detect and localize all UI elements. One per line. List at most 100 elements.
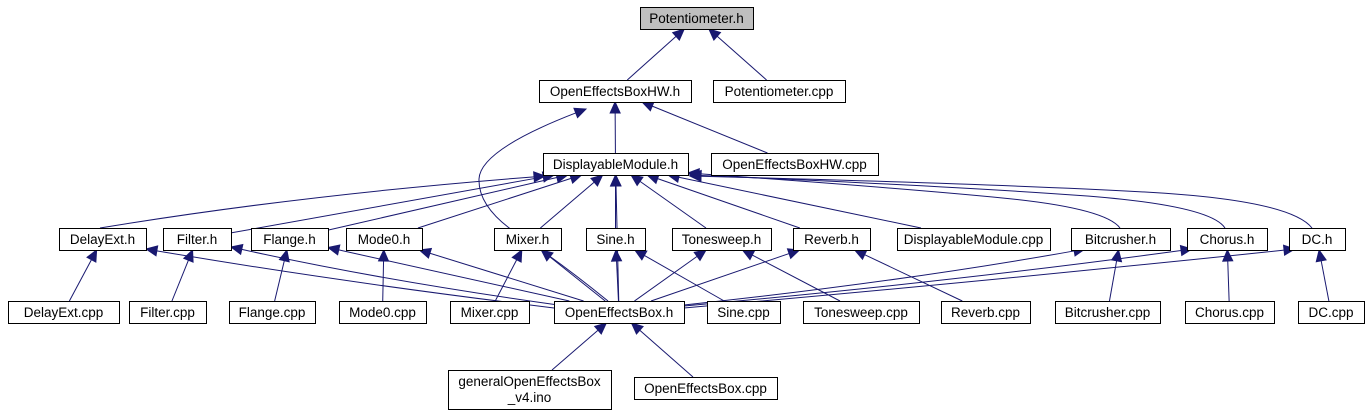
- edge-displayablemodule_cpp-to-displayablemodule_h: [678, 176, 922, 229]
- node-box: [1071, 228, 1171, 251]
- node-displayablemodule-h[interactable]: DisplayableModule.h: [543, 153, 689, 176]
- edge-dc_cpp-to-dc_h: [1320, 260, 1330, 302]
- node-oebhw-h[interactable]: OpenEffectsBoxHW.h: [539, 80, 692, 103]
- node-box: [640, 7, 754, 30]
- arrowhead-icon: [1179, 244, 1194, 257]
- node-label: Sine.cpp: [717, 305, 770, 320]
- node-label: DC.h: [1302, 232, 1333, 247]
- node-reverb-cpp[interactable]: Reverb.cpp: [941, 301, 1031, 324]
- node-label: DisplayableModule.cpp: [904, 232, 1044, 247]
- edge-flange_cpp-to-flange_h: [274, 260, 285, 302]
- node-box: [251, 228, 329, 251]
- edge-mixer_h-to-displayablemodule_h: [540, 181, 595, 229]
- node-oeb-h[interactable]: OpenEffectsBox.h: [554, 301, 685, 324]
- arrowhead-icon: [671, 28, 686, 41]
- node-sine-h[interactable]: Sine.h: [586, 228, 646, 251]
- node-label: Flange.h: [263, 232, 316, 247]
- node-delayext-cpp[interactable]: DelayExt.cpp: [8, 301, 120, 324]
- node-chorus-h[interactable]: Chorus.h: [1187, 228, 1268, 251]
- edge-sine_cpp-to-sine_h: [644, 255, 725, 302]
- node-filter-cpp[interactable]: Filter.cpp: [129, 301, 207, 324]
- arrowhead-icon: [688, 170, 702, 183]
- node-label: Potentiometer.cpp: [725, 84, 834, 99]
- edge-delayext_cpp-to-delayext_h: [68, 259, 92, 302]
- node-label: Filter.h: [177, 232, 218, 247]
- node-mode0-h[interactable]: Mode0.h: [346, 228, 423, 251]
- node-label: Mode0.cpp: [349, 305, 416, 320]
- node-displayablemodule-cpp[interactable]: DisplayableModule.cpp: [897, 228, 1051, 251]
- node-label: Bitcrusher.h: [1085, 232, 1156, 247]
- node-flange-h[interactable]: Flange.h: [251, 228, 329, 251]
- node-chorus-cpp[interactable]: Chorus.cpp: [1185, 301, 1275, 324]
- node-box: [448, 370, 612, 410]
- node-tonesweep-cpp[interactable]: Tonesweep.cpp: [803, 301, 920, 324]
- node-flange-cpp[interactable]: Flange.cpp: [229, 301, 316, 324]
- node-oeb-cpp[interactable]: OpenEffectsBox.cpp: [634, 377, 778, 400]
- arrowhead-icon: [182, 248, 194, 263]
- node-label: Flange.cpp: [239, 305, 306, 320]
- node-box: [539, 80, 692, 103]
- edge-oebhw_cpp-to-oebhw_h: [652, 105, 768, 154]
- edge-oebhw_h-to-potentiometer_h: [626, 35, 677, 81]
- arrowhead-icon: [326, 244, 341, 256]
- edge-oeb_h-to-flange_h: [338, 249, 570, 302]
- node-box: [1185, 301, 1275, 324]
- node-box: [163, 228, 232, 251]
- edge-oeb_h-to-mixer_h: [549, 256, 606, 302]
- edge-dc_h-to-displayablemodule_h: [700, 175, 1313, 229]
- node-dc-h[interactable]: DC.h: [1289, 228, 1346, 251]
- node-box: [339, 301, 427, 324]
- node-label: Sine.h: [596, 232, 634, 247]
- arrowhead-icon: [633, 249, 648, 261]
- node-reverb-h[interactable]: Reverb.h: [793, 228, 871, 251]
- node-tonesweep-h[interactable]: Tonesweep.h: [672, 228, 772, 251]
- node-box: [941, 301, 1031, 324]
- node-general-ino[interactable]: generalOpenEffectsBox_v4.ino: [448, 370, 612, 410]
- edge-oeb_h-to-sine_h: [616, 260, 619, 302]
- node-label: Filter.cpp: [140, 305, 195, 320]
- node-label: DelayExt.cpp: [24, 305, 104, 320]
- node-box: [494, 228, 562, 251]
- node-bitcrusher-h[interactable]: Bitcrusher.h: [1071, 228, 1171, 251]
- node-box: [346, 228, 423, 251]
- node-label: Mixer.h: [506, 232, 550, 247]
- arrowhead-icon: [610, 248, 623, 262]
- graph-edges: [68, 28, 1330, 378]
- arrowhead-icon: [693, 249, 708, 262]
- node-label: Mode0.h: [358, 232, 411, 247]
- node-mode0-cpp[interactable]: Mode0.cpp: [339, 301, 427, 324]
- node-box: [672, 228, 772, 251]
- node-box: [229, 301, 316, 324]
- node-box: [586, 228, 646, 251]
- arrowhead-icon: [741, 249, 756, 261]
- edge-chorus_h-to-displayablemodule_h: [700, 174, 1226, 229]
- node-label: OpenEffectsBox.h: [565, 305, 674, 320]
- arrowhead-icon: [630, 322, 644, 335]
- edge-general_ino-to-oeb_h: [551, 329, 599, 371]
- edge-chorus_cpp-to-chorus_h: [1227, 260, 1230, 302]
- edge-oeb_h-to-tonesweep_h: [634, 255, 698, 302]
- arrowhead-icon: [86, 248, 98, 263]
- node-box: [554, 301, 685, 324]
- node-dc-cpp[interactable]: DC.cpp: [1298, 301, 1365, 324]
- node-bitcrusher-cpp[interactable]: Bitcrusher.cpp: [1055, 301, 1161, 324]
- arrowhead-icon: [573, 107, 588, 119]
- node-sine-cpp[interactable]: Sine.cpp: [707, 301, 781, 324]
- node-potentiometer-cpp[interactable]: Potentiometer.cpp: [713, 80, 846, 103]
- arrowhead-icon: [1315, 248, 1327, 263]
- node-filter-h[interactable]: Filter.h: [163, 228, 232, 251]
- node-delayext-h[interactable]: DelayExt.h: [59, 228, 147, 251]
- edge-reverb_cpp-to-reverb_h: [864, 254, 963, 302]
- node-box: [1289, 228, 1346, 251]
- node-mixer-h[interactable]: Mixer.h: [494, 228, 562, 251]
- node-mixer-cpp[interactable]: Mixer.cpp: [450, 301, 530, 324]
- node-box: [1187, 228, 1268, 251]
- node-label: DisplayableModule.h: [553, 157, 678, 172]
- edge-mode0_cpp-to-mode0_h: [382, 260, 385, 302]
- node-potentiometer-h: Potentiometer.h: [640, 7, 754, 30]
- edge-oeb_h-to-oebhw_h: [478, 112, 609, 302]
- edge-mode0_h-to-displayablemodule_h: [417, 177, 572, 229]
- node-oebhw-cpp[interactable]: OpenEffectsBoxHW.cpp: [711, 153, 879, 176]
